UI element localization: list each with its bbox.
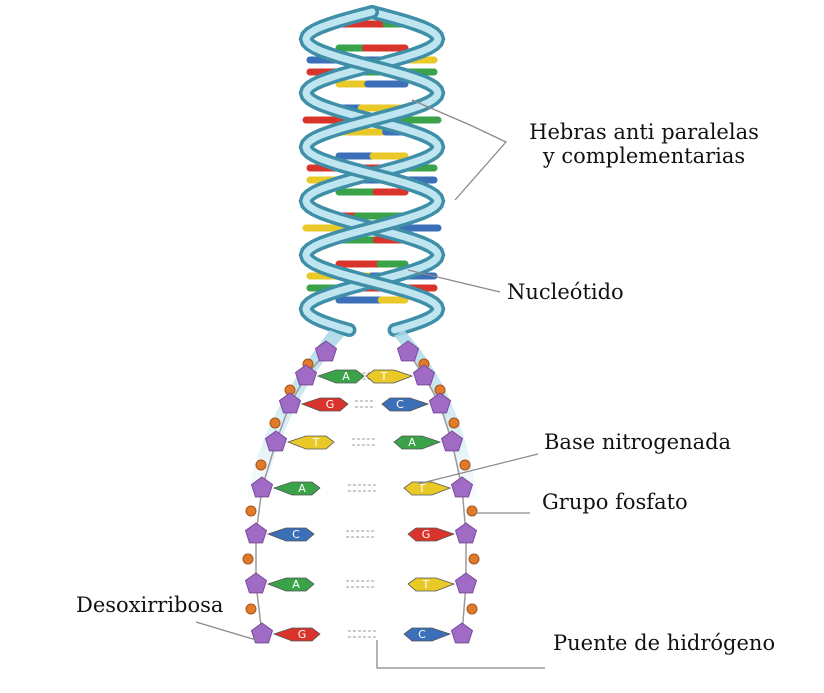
phosphate-group bbox=[255, 459, 267, 471]
nitrogenous-base bbox=[403, 481, 452, 496]
base-letter: T bbox=[312, 436, 320, 449]
fading-ribbon-right bbox=[394, 330, 478, 500]
leader-line-hydrogen bbox=[376, 640, 545, 669]
base-letter: C bbox=[292, 528, 300, 541]
label-strands-line-2: y complementarias bbox=[542, 144, 746, 169]
deoxyribose-sugar bbox=[428, 392, 452, 414]
nitrogenous-base bbox=[365, 369, 414, 384]
label-nucleotide: Nucleótido bbox=[507, 280, 624, 304]
leader-lines bbox=[195, 99, 545, 669]
leader-line-strands bbox=[411, 99, 508, 201]
deoxyribose-sugar bbox=[314, 340, 338, 362]
label-strands-line-1: Hebras anti paralelas bbox=[529, 120, 759, 144]
base-letter: T bbox=[380, 370, 388, 383]
label-nitrogenous-base: Base nitrogenada bbox=[544, 430, 732, 454]
phosphate-group bbox=[466, 603, 478, 615]
phosphate-group bbox=[468, 553, 480, 565]
deoxyribose-sugar bbox=[278, 392, 302, 414]
leader-line-deoxyribose bbox=[195, 621, 257, 641]
base-letter: G bbox=[422, 528, 431, 541]
nitrogenous-base bbox=[272, 627, 321, 642]
phosphate-group bbox=[269, 417, 281, 429]
label-deoxyribose: Desoxirribosa bbox=[76, 593, 224, 617]
label-strands: Hebras anti paralelas y complementarias bbox=[516, 120, 772, 168]
phosphate-group bbox=[459, 459, 471, 471]
deoxyribose-sugar bbox=[396, 340, 420, 362]
nitrogenous-base bbox=[272, 481, 321, 496]
base-letter: C bbox=[396, 398, 404, 411]
deoxyribose-sugar bbox=[454, 522, 478, 544]
phosphate-group bbox=[245, 603, 257, 615]
leader-line-base bbox=[417, 453, 539, 485]
nitrogenous-base bbox=[381, 397, 430, 412]
nitrogenous-base bbox=[393, 435, 442, 450]
base-letter: T bbox=[418, 482, 426, 495]
deoxyribose-sugar bbox=[454, 572, 478, 594]
deoxyribose-sugar bbox=[244, 522, 268, 544]
label-hydrogen-bond: Puente de hidrógeno bbox=[553, 631, 776, 655]
deoxyribose-sugar bbox=[440, 430, 464, 452]
deoxyribose-sugar bbox=[450, 476, 474, 498]
deoxyribose-sugar bbox=[450, 622, 474, 644]
phosphate-group bbox=[448, 417, 460, 429]
nitrogenous-base bbox=[266, 577, 315, 592]
phosphate-group bbox=[466, 505, 478, 517]
nitrogenous-base bbox=[403, 627, 452, 642]
nitrogenous-base bbox=[300, 397, 349, 412]
base-letter: A bbox=[292, 578, 300, 591]
leader-line-nucleotide bbox=[407, 269, 501, 293]
nitrogenous-base bbox=[407, 527, 456, 542]
deoxyribose-sugar bbox=[294, 364, 318, 386]
helix-backbone-strands bbox=[298, 5, 446, 337]
unwound-ladder: A T G C T A A T C G A T G C bbox=[242, 330, 480, 644]
base-letter: A bbox=[342, 370, 350, 383]
deoxyribose-sugar bbox=[244, 572, 268, 594]
backbone-strand-2-highlight bbox=[302, 8, 442, 334]
deoxyribose-sugar bbox=[264, 430, 288, 452]
nitrogenous-base bbox=[266, 527, 315, 542]
nitrogenous-base bbox=[286, 435, 335, 450]
phosphate-group bbox=[245, 505, 257, 517]
base-letter: A bbox=[408, 436, 416, 449]
base-letter: T bbox=[422, 578, 430, 591]
deoxyribose-sugar bbox=[250, 476, 274, 498]
nitrogenous-base bbox=[407, 577, 456, 592]
base-letter: G bbox=[326, 398, 335, 411]
deoxyribose-sugar bbox=[412, 364, 436, 386]
nitrogenous-base bbox=[316, 369, 365, 384]
base-letter: C bbox=[418, 628, 426, 641]
deoxyribose-sugar bbox=[250, 622, 274, 644]
base-letter: A bbox=[298, 482, 306, 495]
base-letter: G bbox=[298, 628, 307, 641]
label-phosphate-group: Grupo fosfato bbox=[542, 490, 688, 514]
phosphate-group bbox=[242, 553, 254, 565]
